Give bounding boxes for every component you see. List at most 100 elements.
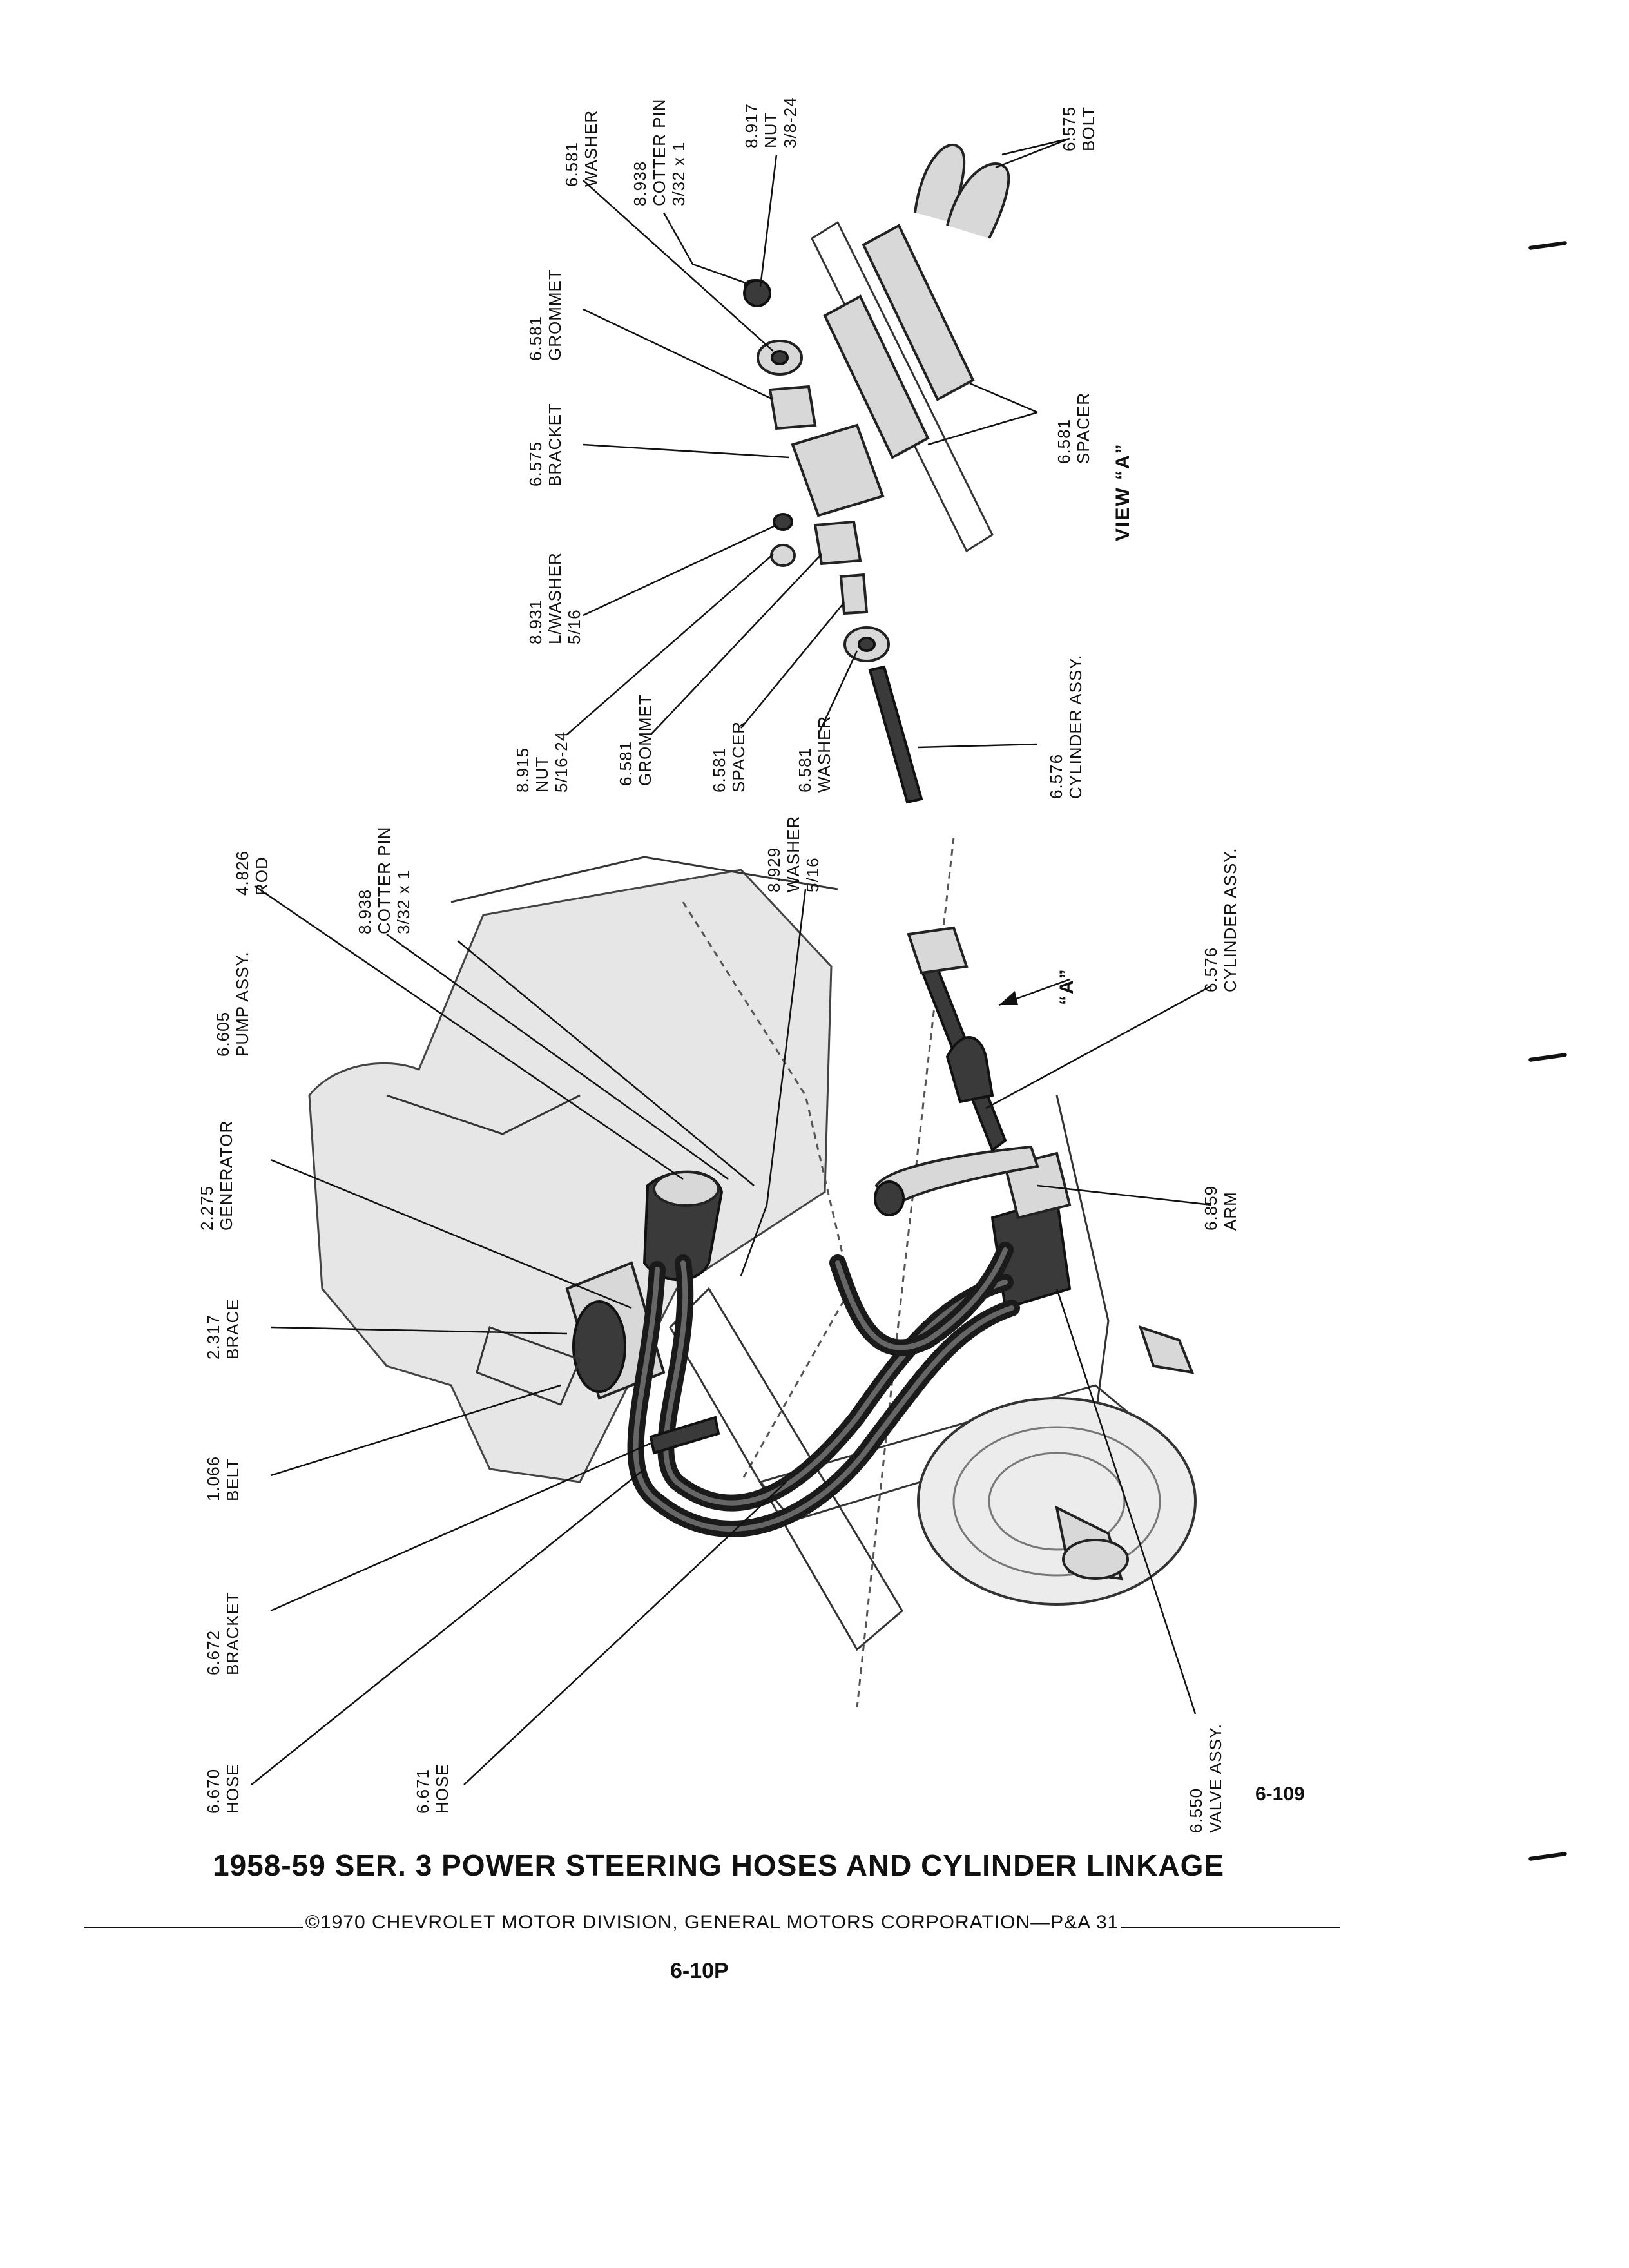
spacer-shape xyxy=(839,573,869,615)
label-belt-name: BELT xyxy=(223,1458,242,1501)
label-hose-6670-name: HOSE xyxy=(223,1763,242,1814)
rule-left xyxy=(84,1926,303,1928)
main-illustration xyxy=(308,837,1197,1708)
label-cotter-pin-num: 8.938 xyxy=(630,161,650,206)
label-nut-lower-name: NUT xyxy=(532,756,552,793)
svg-text:6.575BOLT: 6.575BOLT xyxy=(1059,106,1098,151)
label-cylinder-va-num: 6.576 xyxy=(1046,754,1066,799)
label-bolt-name: BOLT xyxy=(1079,106,1098,151)
label-nut-lower-size: 5/16-24 xyxy=(552,731,571,793)
label-washer-main-name: WASHER xyxy=(784,816,803,892)
label-bracket-va-name: BRACKET xyxy=(545,403,564,486)
label-bracket-main-num: 6.672 xyxy=(204,1630,223,1675)
arm-shape xyxy=(874,1145,1039,1207)
label-nut-lower-num: 8.915 xyxy=(513,747,532,793)
rule-right xyxy=(1121,1926,1340,1928)
page-number: 6-10P xyxy=(670,1959,729,1983)
svg-text:6.581WASHER: 6.581WASHER xyxy=(795,716,834,793)
label-cylinder-main-name: CYLINDER ASSY. xyxy=(1220,847,1240,992)
label-pump-num: 6.605 xyxy=(213,1012,233,1057)
label-bracket-va-num: 6.575 xyxy=(526,441,545,486)
label-cotter-pin-main-size: 3/32 x 1 xyxy=(394,869,413,934)
hose-bracket-shape xyxy=(649,1416,720,1455)
svg-text:6.670HOSE: 6.670HOSE xyxy=(204,1763,242,1814)
label-cotter-pin-main-num: 8.938 xyxy=(355,889,374,934)
label-grommet-upper-num: 6.581 xyxy=(526,316,545,361)
svg-text:2.275GENERATOR: 2.275GENERATOR xyxy=(197,1120,236,1231)
view-a-labels: 6.581WASHER 8.938COTTER PIN3/32 x 1 8.91… xyxy=(513,97,1133,799)
svg-text:8.929WASHER5/16: 8.929WASHER5/16 xyxy=(764,816,822,892)
label-cotter-pin-name: COTTER PIN xyxy=(650,99,669,206)
label-cylinder-main-num: 6.576 xyxy=(1201,947,1220,992)
svg-text:8.938COTTER PIN3/32 x 1: 8.938COTTER PIN3/32 x 1 xyxy=(630,99,688,206)
svg-text:8.938COTTER PIN3/32 x 1: 8.938COTTER PIN3/32 x 1 xyxy=(355,827,413,934)
label-spacer-lower-num: 6.581 xyxy=(709,747,729,793)
svg-text:2.317BRACE: 2.317BRACE xyxy=(204,1298,242,1360)
label-belt-num: 1.066 xyxy=(204,1456,223,1501)
nut-shape xyxy=(743,279,771,307)
svg-text:8.915NUT5/16-24: 8.915NUT5/16-24 xyxy=(513,731,571,793)
svg-text:4.826ROD: 4.826ROD xyxy=(233,850,271,896)
label-washer-upper-num: 6.581 xyxy=(562,142,581,187)
label-cylinder-va-name: CYLINDER ASSY. xyxy=(1066,654,1085,799)
label-lock-washer-name: L/WASHER xyxy=(545,552,564,644)
label-spacer-upper-name: SPACER xyxy=(1074,392,1093,464)
svg-text:6.581WASHER: 6.581WASHER xyxy=(562,110,601,187)
label-hose-6671-num: 6.671 xyxy=(413,1769,432,1814)
label-generator-name: GENERATOR xyxy=(217,1120,236,1231)
label-washer-main-size: 5/16 xyxy=(803,857,822,892)
label-nut-upper-name: NUT xyxy=(761,112,780,148)
svg-text:8.917NUT3/8-24: 8.917NUT3/8-24 xyxy=(742,97,800,148)
view-a-illustration xyxy=(743,143,1010,804)
svg-text:6.671HOSE: 6.671HOSE xyxy=(413,1763,452,1814)
label-grommet-lower-name: GROMMET xyxy=(635,694,655,786)
label-grommet-upper-name: GROMMET xyxy=(545,269,564,361)
label-generator-num: 2.275 xyxy=(197,1186,217,1231)
label-hose-6670-num: 6.670 xyxy=(204,1769,223,1814)
figure-caption: 1958-59 SER. 3 POWER STEERING HOSES AND … xyxy=(213,1849,1225,1882)
label-bolt-num: 6.575 xyxy=(1059,106,1079,151)
label-valve-name: VALVE ASSY. xyxy=(1206,1724,1225,1833)
view-a-title: VIEW “A” xyxy=(1112,443,1133,541)
svg-text:6.581SPACER: 6.581SPACER xyxy=(1054,392,1093,464)
label-spacer-upper-num: 6.581 xyxy=(1054,419,1074,464)
label-rod-name: ROD xyxy=(252,856,271,896)
label-washer-lower-name: WASHER xyxy=(815,716,834,793)
label-lock-washer-num: 8.931 xyxy=(526,599,545,644)
label-cotter-pin-size: 3/32 x 1 xyxy=(669,141,688,206)
svg-text:1.066BELT: 1.066BELT xyxy=(204,1456,242,1501)
copyright-text: ©1970 CHEVROLET MOTOR DIVISION, GENERAL … xyxy=(305,1912,1119,1933)
figure-number: 6-109 xyxy=(1255,1783,1305,1805)
callout-a: “A” xyxy=(1056,968,1077,1005)
svg-text:6.576CYLINDER ASSY.: 6.576CYLINDER ASSY. xyxy=(1046,654,1085,799)
label-arm-name: ARM xyxy=(1220,1191,1240,1231)
label-spacer-lower-name: SPACER xyxy=(729,721,748,793)
grommet-lower-shape xyxy=(813,520,862,566)
brake-drum-shape xyxy=(917,1397,1197,1606)
svg-text:6.672BRACKET: 6.672BRACKET xyxy=(204,1591,242,1675)
label-grommet-lower-num: 6.581 xyxy=(616,741,635,786)
label-nut-upper-num: 8.917 xyxy=(742,103,761,148)
svg-text:6.581SPACER: 6.581SPACER xyxy=(709,721,748,793)
cylinder-rod-shape xyxy=(868,665,923,804)
label-washer-lower-num: 6.581 xyxy=(795,747,815,793)
label-hose-6671-name: HOSE xyxy=(432,1763,452,1814)
svg-text:6.550VALVE ASSY.: 6.550VALVE ASSY. xyxy=(1186,1724,1225,1833)
svg-text:6.605PUMP ASSY.: 6.605PUMP ASSY. xyxy=(213,951,252,1057)
label-brace-num: 2.317 xyxy=(204,1314,223,1360)
label-washer-main-num: 8.929 xyxy=(764,847,784,892)
label-cotter-pin-main-name: COTTER PIN xyxy=(374,827,394,934)
label-bracket-main-name: BRACKET xyxy=(223,1591,242,1675)
view-a-leaders xyxy=(566,137,1070,749)
main-leaders xyxy=(251,885,1212,1785)
label-valve-num: 6.550 xyxy=(1186,1788,1206,1833)
label-pump-name: PUMP ASSY. xyxy=(233,951,252,1057)
svg-text:8.931L/WASHER5/16: 8.931L/WASHER5/16 xyxy=(526,552,584,644)
label-arm-num: 6.859 xyxy=(1201,1186,1220,1231)
label-lock-washer-size: 5/16 xyxy=(564,609,584,644)
svg-text:6.859ARM: 6.859ARM xyxy=(1201,1186,1240,1231)
label-washer-upper-name: WASHER xyxy=(581,110,601,187)
svg-text:6.581GROMMET: 6.581GROMMET xyxy=(526,269,564,361)
